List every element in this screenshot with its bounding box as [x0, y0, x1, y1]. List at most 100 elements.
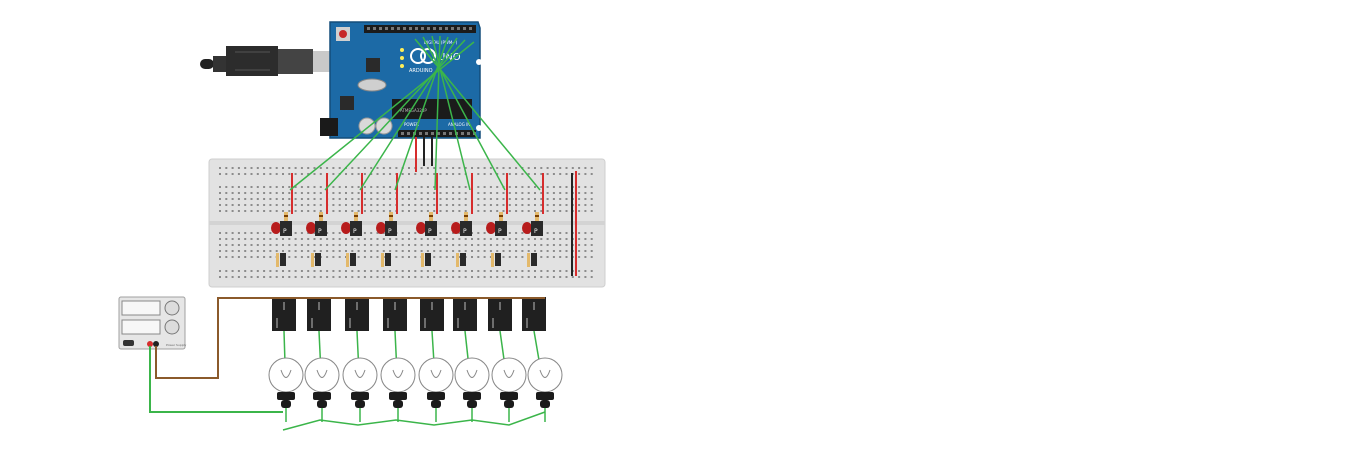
- header-pin[interactable]: [415, 27, 418, 30]
- breadboard-hole[interactable]: [269, 210, 272, 212]
- breadboard-hole[interactable]: [363, 238, 366, 240]
- breadboard-hole[interactable]: [584, 198, 587, 200]
- breadboard-hole[interactable]: [546, 198, 549, 200]
- breadboard-hole[interactable]: [565, 276, 568, 278]
- breadboard-hole[interactable]: [332, 210, 335, 212]
- breadboard-hole[interactable]: [552, 192, 555, 194]
- breadboard-hole[interactable]: [426, 167, 429, 169]
- breadboard-hole[interactable]: [590, 256, 593, 258]
- breadboard-hole[interactable]: [300, 250, 303, 252]
- breadboard-hole[interactable]: [351, 198, 354, 200]
- breadboard-hole[interactable]: [452, 276, 455, 278]
- breadboard-hole[interactable]: [458, 167, 461, 169]
- breadboard-hole[interactable]: [351, 276, 354, 278]
- resistor-icon[interactable]: [311, 253, 314, 267]
- breadboard-hole[interactable]: [307, 204, 310, 206]
- diode-icon[interactable]: [350, 253, 356, 266]
- breadboard-hole[interactable]: [231, 204, 234, 206]
- breadboard-hole[interactable]: [256, 276, 259, 278]
- breadboard-hole[interactable]: [307, 244, 310, 246]
- breadboard-hole[interactable]: [338, 210, 341, 212]
- breadboard-hole[interactable]: [395, 167, 398, 169]
- breadboard-hole[interactable]: [382, 204, 385, 206]
- breadboard-hole[interactable]: [515, 276, 518, 278]
- breadboard-hole[interactable]: [458, 270, 461, 272]
- breadboard-hole[interactable]: [300, 276, 303, 278]
- breadboard-hole[interactable]: [496, 270, 499, 272]
- breadboard-hole[interactable]: [231, 256, 234, 258]
- breadboard-hole[interactable]: [420, 192, 423, 194]
- breadboard-hole[interactable]: [420, 198, 423, 200]
- breadboard-hole[interactable]: [477, 198, 480, 200]
- header-pin[interactable]: [409, 27, 412, 30]
- header-pin[interactable]: [419, 132, 422, 135]
- breadboard-hole[interactable]: [414, 256, 417, 258]
- breadboard-hole[interactable]: [477, 270, 480, 272]
- breadboard-hole[interactable]: [426, 198, 429, 200]
- breadboard-hole[interactable]: [307, 250, 310, 252]
- breadboard-hole[interactable]: [534, 250, 536, 252]
- breadboard-hole[interactable]: [559, 256, 562, 258]
- breadboard-hole[interactable]: [471, 238, 473, 240]
- breadboard-hole[interactable]: [483, 204, 486, 206]
- breadboard-hole[interactable]: [256, 186, 259, 188]
- breadboard-hole[interactable]: [496, 192, 499, 194]
- breadboard-hole[interactable]: [458, 186, 461, 188]
- breadboard-hole[interactable]: [237, 244, 240, 246]
- breadboard-hole[interactable]: [584, 250, 587, 252]
- breadboard-hole[interactable]: [376, 192, 379, 194]
- breadboard-hole[interactable]: [471, 256, 473, 258]
- breadboard-hole[interactable]: [351, 192, 354, 194]
- breadboard-hole[interactable]: [225, 276, 228, 278]
- header-pin[interactable]: [463, 27, 466, 30]
- breadboard-hole[interactable]: [439, 250, 442, 252]
- breadboard-hole[interactable]: [382, 232, 385, 234]
- breadboard-hole[interactable]: [439, 167, 442, 169]
- breadboard-hole[interactable]: [578, 210, 581, 212]
- breadboard-hole[interactable]: [357, 270, 360, 272]
- breadboard-hole[interactable]: [508, 244, 511, 246]
- breadboard-hole[interactable]: [496, 250, 499, 252]
- breadboard-hole[interactable]: [458, 238, 461, 240]
- breadboard-hole[interactable]: [300, 232, 303, 234]
- breadboard-hole[interactable]: [489, 276, 492, 278]
- breadboard-hole[interactable]: [552, 198, 555, 200]
- breadboard-hole[interactable]: [458, 250, 461, 252]
- breadboard-hole[interactable]: [590, 250, 593, 252]
- breadboard-hole[interactable]: [471, 244, 473, 246]
- breadboard-hole[interactable]: [584, 204, 587, 206]
- header-pin[interactable]: [451, 27, 454, 30]
- transistor-icon[interactable]: [280, 221, 292, 236]
- breadboard-hole[interactable]: [546, 210, 549, 212]
- breadboard-hole[interactable]: [565, 232, 568, 234]
- breadboard-hole[interactable]: [552, 186, 555, 188]
- breadboard-hole[interactable]: [389, 173, 392, 175]
- breadboard-hole[interactable]: [439, 204, 442, 206]
- breadboard-hole[interactable]: [477, 204, 480, 206]
- header-pin[interactable]: [461, 132, 464, 135]
- breadboard-hole[interactable]: [382, 270, 385, 272]
- breadboard-hole[interactable]: [326, 232, 329, 234]
- breadboard-hole[interactable]: [452, 238, 455, 240]
- breadboard-hole[interactable]: [471, 270, 473, 272]
- resistor-icon[interactable]: [535, 212, 539, 226]
- header-pin[interactable]: [437, 132, 440, 135]
- header-pin[interactable]: [469, 27, 472, 30]
- breadboard-hole[interactable]: [288, 238, 291, 240]
- breadboard-hole[interactable]: [584, 167, 587, 169]
- breadboard-hole[interactable]: [319, 198, 322, 200]
- breadboard-hole[interactable]: [458, 173, 461, 175]
- breadboard-hole[interactable]: [426, 173, 429, 175]
- breadboard-hole[interactable]: [376, 238, 379, 240]
- breadboard-hole[interactable]: [288, 186, 291, 188]
- breadboard-hole[interactable]: [452, 173, 455, 175]
- breadboard-hole[interactable]: [313, 238, 316, 240]
- breadboard-hole[interactable]: [313, 250, 316, 252]
- breadboard-hole[interactable]: [370, 186, 373, 188]
- breadboard-hole[interactable]: [534, 244, 536, 246]
- breadboard-hole[interactable]: [458, 198, 461, 200]
- breadboard-hole[interactable]: [332, 244, 335, 246]
- breadboard-hole[interactable]: [288, 270, 291, 272]
- breadboard-hole[interactable]: [275, 238, 278, 240]
